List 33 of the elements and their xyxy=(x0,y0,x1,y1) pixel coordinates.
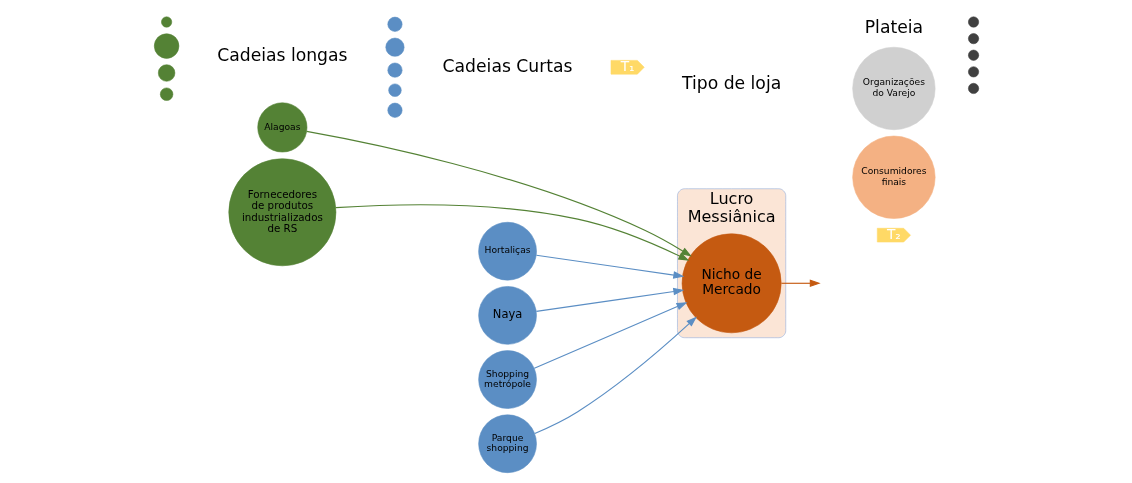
node-circle xyxy=(385,37,404,57)
node-circle xyxy=(967,16,979,28)
node-circle xyxy=(153,33,179,59)
node-circle xyxy=(157,64,175,82)
node-circle: Naya xyxy=(477,286,537,345)
label: Plateia xyxy=(864,17,923,38)
node-circle: Shopping metrópole xyxy=(477,350,537,409)
node-circle xyxy=(967,83,979,94)
node-circle xyxy=(967,49,979,61)
arrow xyxy=(535,287,684,312)
node-circle: Parque shopping xyxy=(477,414,537,473)
arrow xyxy=(780,279,821,288)
node-circle: Organizações do Varejo xyxy=(851,46,935,130)
node-circle xyxy=(387,16,402,32)
arrow xyxy=(334,204,689,261)
node-circle: Alagoas xyxy=(256,102,307,153)
node-circle: Hortaliças xyxy=(477,221,537,281)
node-circle xyxy=(387,62,402,78)
arrow xyxy=(533,302,687,369)
label: Cadeias Curtas xyxy=(442,55,573,76)
node-circle xyxy=(387,83,402,97)
arrow xyxy=(533,316,697,434)
node-circle xyxy=(159,87,173,101)
node-circle xyxy=(967,33,979,45)
label: Tipo de loja xyxy=(681,72,781,93)
arrow xyxy=(535,254,684,279)
arrow xyxy=(305,130,692,257)
label: Cadeias longas xyxy=(216,44,348,65)
node-circle: Consumidores finais xyxy=(851,135,935,219)
node-circle xyxy=(387,102,402,118)
node-circle xyxy=(967,66,979,78)
node-circle xyxy=(160,16,172,28)
node-circle: Fornecedores de produtos industrializados de RS xyxy=(228,158,336,267)
